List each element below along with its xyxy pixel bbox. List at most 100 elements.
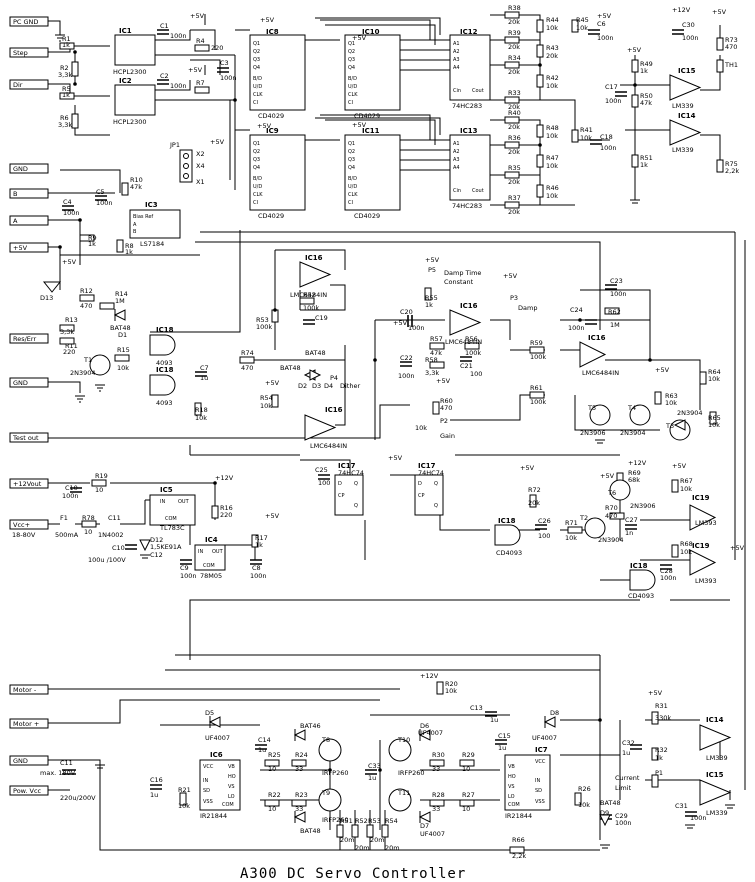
svg-text:100n: 100n	[408, 324, 425, 332]
svg-text:R26: R26	[578, 785, 591, 793]
svg-text:UF4007: UF4007	[420, 830, 445, 838]
svg-text:R30: R30	[432, 751, 445, 759]
svg-text:COM: COM	[222, 802, 234, 808]
svg-text:T8: T8	[321, 736, 330, 744]
svg-text:R5: R5	[62, 85, 71, 93]
svg-text:4093: 4093	[156, 359, 173, 367]
svg-text:+5V: +5V	[597, 12, 612, 20]
svg-text:CP: CP	[338, 493, 345, 499]
svg-text:R4: R4	[196, 37, 205, 45]
svg-text:IC14: IC14	[706, 716, 724, 724]
svg-text:R29: R29	[462, 751, 475, 759]
svg-text:Cin: Cin	[453, 188, 461, 194]
svg-text:R57: R57	[430, 335, 443, 343]
ic3-ls7184	[129, 209, 181, 239]
svg-text:20k: 20k	[508, 68, 520, 76]
svg-text:1M: 1M	[610, 321, 620, 329]
svg-text:C25: C25	[315, 466, 328, 474]
svg-text:IC19: IC19	[692, 542, 710, 550]
svg-text:10k: 10k	[665, 399, 677, 407]
label-18-80v: 18-80V	[12, 531, 36, 539]
ic17-74hc74-a	[334, 474, 364, 516]
svg-text:COM: COM	[165, 516, 177, 522]
svg-text:R41: R41	[580, 126, 593, 134]
svg-text:100: 100	[318, 479, 330, 487]
svg-text:IC2: IC2	[119, 77, 132, 85]
svg-text:C26: C26	[538, 517, 551, 525]
svg-text:IN: IN	[535, 778, 540, 784]
svg-text:R23: R23	[295, 791, 308, 799]
svg-text:+12V: +12V	[672, 6, 691, 14]
svg-text:C31: C31	[675, 802, 688, 810]
svg-text:R22: R22	[268, 791, 281, 799]
ic16-opamp-c	[579, 341, 607, 368]
label-gnd-1: GND	[13, 165, 28, 173]
svg-text:R58: R58	[425, 356, 438, 364]
svg-text:Cout: Cout	[472, 88, 484, 94]
svg-text:10k: 10k	[680, 485, 692, 493]
svg-text:100k: 100k	[465, 349, 481, 357]
svg-text:IC3: IC3	[145, 201, 158, 209]
svg-text:D4: D4	[324, 382, 333, 390]
svg-text:Q4: Q4	[253, 65, 260, 71]
svg-text:470: 470	[80, 302, 92, 310]
svg-text:R78: R78	[82, 514, 95, 522]
svg-text:3,3k: 3,3k	[58, 121, 72, 129]
svg-text:+5V: +5V	[672, 462, 687, 470]
svg-text:470: 470	[605, 512, 617, 520]
t1-transistor	[89, 354, 111, 376]
svg-text:C24: C24	[570, 306, 583, 314]
svg-text:IC16: IC16	[588, 334, 606, 342]
svg-text:Damp: Damp	[518, 304, 537, 312]
svg-text:+5V: +5V	[265, 379, 280, 387]
svg-text:100n: 100n	[170, 32, 187, 40]
svg-text:+5V: +5V	[520, 464, 535, 472]
svg-text:C11: C11	[60, 759, 73, 767]
svg-text:C2: C2	[160, 72, 169, 80]
svg-text:C23: C23	[610, 277, 623, 285]
svg-text:R61: R61	[530, 384, 543, 392]
svg-text:100n: 100n	[220, 74, 237, 82]
label-dir: Dir	[13, 81, 23, 89]
svg-text:IC14: IC14	[678, 112, 696, 120]
svg-text:Q: Q	[354, 503, 358, 509]
svg-text:R34: R34	[508, 54, 521, 62]
svg-text:D: D	[418, 481, 422, 487]
svg-text:100n: 100n	[568, 324, 585, 332]
svg-text:IRFP260: IRFP260	[322, 769, 349, 777]
svg-text:C20: C20	[400, 308, 413, 316]
svg-text:Q4: Q4	[253, 165, 260, 171]
svg-text:Q2: Q2	[253, 149, 260, 155]
svg-text:10k: 10k	[546, 24, 558, 32]
svg-text:Q: Q	[354, 481, 358, 487]
svg-text:IC15: IC15	[706, 771, 724, 779]
svg-text:20k: 20k	[508, 18, 520, 26]
svg-text:VCC: VCC	[535, 759, 546, 765]
svg-text:100k: 100k	[530, 353, 546, 361]
svg-text:10k: 10k	[546, 192, 558, 200]
svg-text:10k: 10k	[546, 162, 558, 170]
svg-text:100n: 100n	[615, 819, 632, 827]
svg-text:X1: X1	[196, 178, 205, 186]
svg-text:2N3906: 2N3906	[580, 429, 606, 437]
svg-text:P3: P3	[510, 294, 518, 302]
schematic-title: A300 DC Servo Controller	[240, 866, 466, 882]
label-vcc-plus: Vcc+	[13, 521, 30, 529]
svg-text:1n: 1n	[625, 529, 633, 537]
junctions	[58, 50, 652, 772]
svg-text:R2: R2	[60, 64, 69, 72]
label-motor-minus: Motor -	[13, 686, 37, 694]
svg-text:IN: IN	[160, 499, 165, 505]
svg-text:+5V: +5V	[190, 12, 205, 20]
svg-text:D13: D13	[40, 294, 53, 302]
ic16-opamp-d	[304, 414, 337, 441]
svg-text:VB: VB	[508, 764, 515, 770]
label-test-out: Test out	[12, 434, 39, 442]
svg-text:220u/200V: 220u/200V	[60, 794, 96, 802]
svg-text:R44: R44	[546, 16, 559, 24]
svg-text:R16: R16	[220, 504, 233, 512]
ic10-cd4029	[344, 34, 401, 111]
svg-text:X2: X2	[196, 150, 205, 158]
